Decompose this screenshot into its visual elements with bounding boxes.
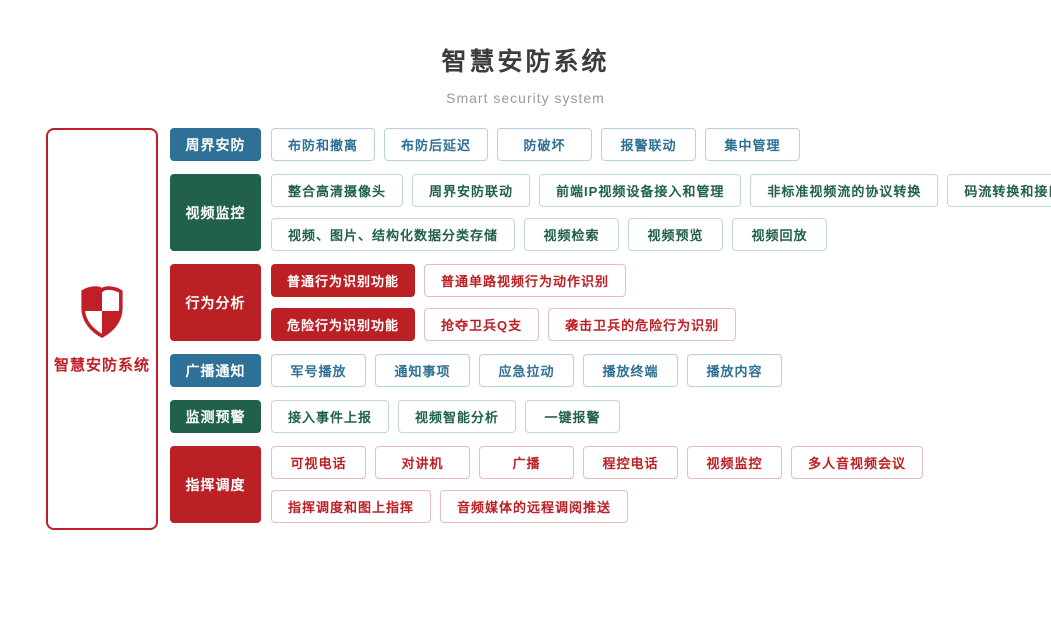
feature-item: 多人音视频会议 [791, 446, 924, 479]
feature-item: 程控电话 [583, 446, 678, 479]
category-items: 布防和撤离布防后延迟防破坏报警联动集中管理 [271, 128, 1030, 161]
root-node: 智慧安防系统 [46, 128, 158, 530]
item-row: 接入事件上报视频智能分析一键报警 [271, 400, 1030, 433]
feature-item: 视频回放 [732, 218, 828, 251]
category-box: 周界安防 [170, 128, 261, 161]
feature-item: 应急拉动 [479, 354, 574, 387]
feature-item: 危险行为识别功能 [271, 308, 416, 341]
item-row: 军号播放通知事项应急拉动播放终端播放内容 [271, 354, 1030, 387]
feature-item: 报警联动 [601, 128, 697, 161]
item-row: 视频、图片、结构化数据分类存储视频检索视频预览视频回放 [271, 218, 1051, 251]
feature-item: 袭击卫兵的危险行为识别 [548, 308, 737, 341]
group-row: 行为分析普通行为识别功能普通单路视频行为动作识别危险行为识别功能抢夺卫兵Q支袭击… [170, 264, 1030, 341]
feature-item: 广播 [479, 446, 574, 479]
item-row: 普通行为识别功能普通单路视频行为动作识别 [271, 264, 1030, 297]
category-items: 普通行为识别功能普通单路视频行为动作识别危险行为识别功能抢夺卫兵Q支袭击卫兵的危… [271, 264, 1030, 341]
feature-item: 音频媒体的远程调阅推送 [440, 490, 629, 523]
item-row: 整合高清摄像头周界安防联动前端IP视频设备接入和管理非标准视频流的协议转换码流转… [271, 174, 1051, 207]
category-items: 接入事件上报视频智能分析一键报警 [271, 400, 1030, 433]
feature-item: 军号播放 [271, 354, 366, 387]
feature-item: 对讲机 [375, 446, 470, 479]
category-box: 广播通知 [170, 354, 261, 387]
feature-item: 视频监控 [687, 446, 782, 479]
category-box: 监测预警 [170, 400, 261, 433]
feature-item: 非标准视频流的协议转换 [750, 174, 939, 207]
feature-item: 视频智能分析 [398, 400, 517, 433]
feature-item: 可视电话 [271, 446, 366, 479]
feature-item: 普通单路视频行为动作识别 [424, 264, 627, 297]
feature-item: 布防后延迟 [384, 128, 489, 161]
feature-item: 码流转换和接口转换 [947, 174, 1051, 207]
item-row: 可视电话对讲机广播程控电话视频监控多人音视频会议 [271, 446, 1030, 479]
feature-item: 播放终端 [583, 354, 678, 387]
category-items: 可视电话对讲机广播程控电话视频监控多人音视频会议指挥调度和图上指挥音频媒体的远程… [271, 446, 1030, 523]
feature-item: 整合高清摄像头 [271, 174, 404, 207]
feature-item: 一键报警 [525, 400, 621, 433]
feature-item: 视频预览 [628, 218, 724, 251]
item-row: 指挥调度和图上指挥音频媒体的远程调阅推送 [271, 490, 1030, 523]
category-box: 指挥调度 [170, 446, 261, 523]
feature-item: 指挥调度和图上指挥 [271, 490, 432, 523]
feature-item: 周界安防联动 [412, 174, 531, 207]
feature-item: 集中管理 [705, 128, 801, 161]
shield-icon [81, 285, 123, 338]
group-row: 周界安防布防和撤离布防后延迟防破坏报警联动集中管理 [170, 128, 1030, 161]
feature-item: 布防和撤离 [271, 128, 376, 161]
group-row: 视频监控整合高清摄像头周界安防联动前端IP视频设备接入和管理非标准视频流的协议转… [170, 174, 1051, 251]
page-title: 智慧安防系统 [441, 48, 610, 76]
feature-item: 播放内容 [687, 354, 782, 387]
diagram-header: 智慧安防系统 Smart security system [0, 42, 1051, 106]
group-row: 监测预警接入事件上报视频智能分析一键报警 [170, 400, 1030, 433]
item-row: 危险行为识别功能抢夺卫兵Q支袭击卫兵的危险行为识别 [271, 308, 1030, 341]
item-row: 布防和撤离布防后延迟防破坏报警联动集中管理 [271, 128, 1030, 161]
category-box: 视频监控 [170, 174, 261, 251]
group-row: 广播通知军号播放通知事项应急拉动播放终端播放内容 [170, 354, 1030, 387]
feature-item: 防破坏 [497, 128, 593, 161]
feature-item: 视频检索 [524, 218, 620, 251]
feature-item: 通知事项 [375, 354, 470, 387]
feature-groups: 周界安防布防和撤离布防后延迟防破坏报警联动集中管理视频监控整合高清摄像头周界安防… [170, 128, 1051, 523]
category-items: 整合高清摄像头周界安防联动前端IP视频设备接入和管理非标准视频流的协议转换码流转… [271, 174, 1051, 251]
category-items: 军号播放通知事项应急拉动播放终端播放内容 [271, 354, 1030, 387]
category-box: 行为分析 [170, 264, 261, 341]
feature-item: 视频、图片、结构化数据分类存储 [271, 218, 516, 251]
root-label: 智慧安防系统 [53, 356, 150, 374]
feature-item: 前端IP视频设备接入和管理 [539, 174, 742, 207]
group-row: 指挥调度可视电话对讲机广播程控电话视频监控多人音视频会议指挥调度和图上指挥音频媒… [170, 446, 1030, 523]
page-subtitle: Smart security system [446, 90, 605, 106]
feature-item: 抢夺卫兵Q支 [424, 308, 540, 341]
feature-item: 接入事件上报 [271, 400, 390, 433]
feature-item: 普通行为识别功能 [271, 264, 416, 297]
